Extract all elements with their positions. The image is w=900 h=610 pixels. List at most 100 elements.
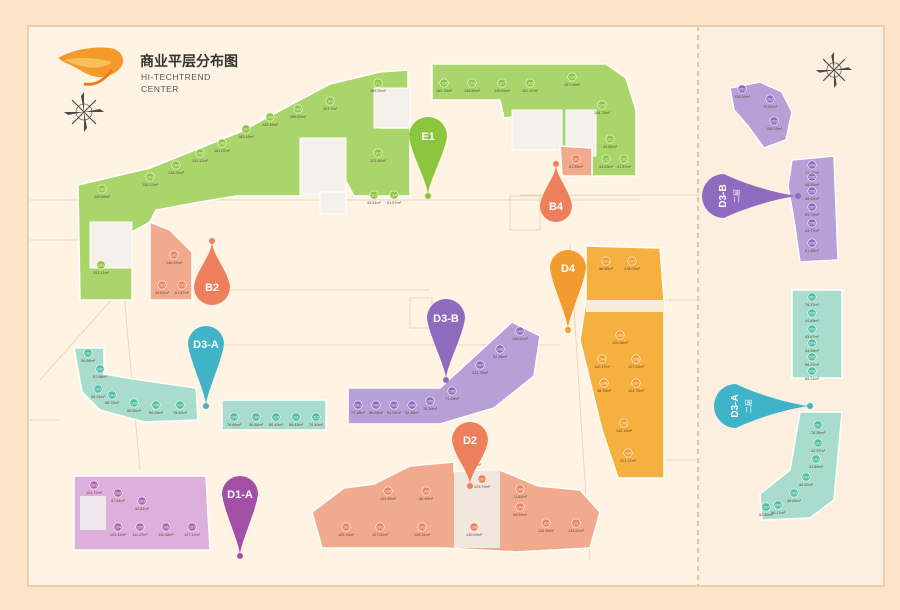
unit-number-badge [597, 100, 607, 110]
sign-e1[interactable]: E1 [409, 117, 447, 199]
sign-d4[interactable]: D4 [550, 250, 586, 333]
unit-number-badge [525, 78, 535, 88]
unit-number-badge [113, 522, 123, 532]
unit-number: 106 [219, 141, 225, 145]
sign-pin-dot [425, 193, 431, 199]
frame-border [27, 25, 885, 587]
sign-d1a[interactable]: D1-A [222, 476, 258, 559]
unit-number-badge [627, 256, 637, 266]
unit-number-badge [807, 352, 817, 362]
unit-number-badge [811, 454, 821, 464]
unit-number: 104 [109, 393, 115, 397]
sign-d3a[interactable]: D3-A [188, 326, 224, 409]
sign-pin-shape [452, 422, 488, 484]
sign-label: D2 [463, 435, 477, 447]
unit-number-badge [567, 72, 577, 82]
unit-number-badge [447, 386, 457, 396]
unit-area: 169.39m² [370, 89, 387, 93]
unit-number: 110 [273, 415, 279, 419]
sign-b4[interactable]: B4 [540, 161, 572, 222]
sign-label: B2 [205, 282, 219, 294]
unit-number: 109 [625, 451, 631, 455]
unit-number-badge [605, 134, 615, 144]
unit-number: 107 [633, 381, 639, 385]
right-d3a-top [791, 289, 843, 379]
unit-number: 109 [253, 415, 259, 419]
sign-b2[interactable]: B2 [194, 238, 230, 305]
sign-pin-dot [807, 403, 813, 409]
unit-number: 202 [809, 311, 815, 315]
unit-number: 205 [809, 355, 815, 359]
unit-number: 203 [809, 327, 815, 331]
unit-number-badge [96, 260, 106, 270]
unit-number-badge [95, 364, 105, 374]
sign-d3b[interactable]: D3-B [427, 299, 465, 383]
unit-area: 154.78m² [594, 111, 611, 115]
unit-area: 71.09m² [445, 397, 460, 401]
unit-number: 104 [409, 403, 415, 407]
unit-area: 189.76m² [338, 533, 355, 537]
unit-number-badge [137, 496, 147, 506]
unit-number-badge [135, 522, 145, 532]
sign-d2[interactable]: D2 [452, 422, 488, 489]
unit-area: 33.65m² [603, 145, 618, 149]
unit-number: 106 [449, 389, 455, 393]
unit-area: 136.26m² [168, 171, 185, 175]
unit-area: 86.43m² [289, 423, 304, 427]
unit-area: 104.78m² [628, 389, 645, 393]
unit-area: 148.61m² [512, 337, 529, 341]
unit-number-badge [265, 112, 275, 122]
unit-number: 108 [621, 421, 627, 425]
unit-area: 46.35m² [805, 183, 820, 187]
unit-number-badge [389, 190, 399, 200]
unit-number-badge [341, 522, 351, 532]
sign-label: D1-A [227, 489, 253, 501]
unit-area: 71.53m² [513, 495, 528, 499]
unit-area: 78.37m² [805, 303, 820, 307]
unit-area: 80.09m² [149, 411, 164, 415]
unit-area: 101.72m² [86, 491, 103, 495]
unit-number: 101 [603, 259, 609, 263]
unit-area: 61.57m² [387, 201, 402, 205]
sign-pin-dot [443, 377, 449, 383]
unit-number-badge [807, 366, 817, 376]
unit-number: 115 [441, 81, 447, 85]
d4-corridor [586, 300, 664, 312]
unit-number: 101 [85, 351, 91, 355]
unit-number-badge [813, 438, 823, 448]
unit-number: 204 [809, 341, 815, 345]
subtitle-line2: CENTER [141, 84, 179, 94]
unit-number: 105 [385, 489, 391, 493]
unit-number-badge [107, 390, 117, 400]
unit-number: 105 [137, 525, 143, 529]
unit-number-badge [631, 354, 641, 364]
unit-number: 111 [573, 521, 578, 525]
unit-area: 200.89m² [94, 195, 111, 199]
unit-number-badge [469, 522, 479, 532]
unit-number: 204 [803, 475, 809, 479]
unit-number-badge [515, 326, 525, 336]
unit-number: 105 [131, 401, 137, 405]
unit-number-badge [807, 160, 817, 170]
unit-area: 120.12m² [142, 183, 159, 187]
unit-number: 202 [815, 441, 821, 445]
unit-area: 44.02m² [799, 483, 814, 487]
